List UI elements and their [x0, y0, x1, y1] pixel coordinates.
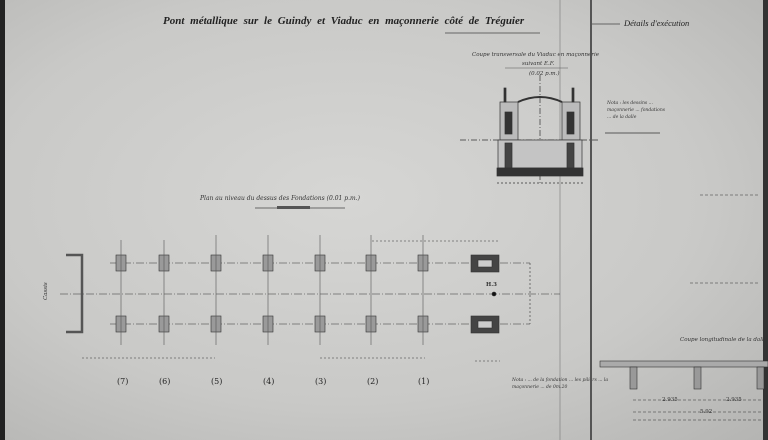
cross-section-subtitle: suivant E.F.	[522, 61, 555, 67]
plan-title: Plan au niveau du dessus des Fondations …	[200, 195, 360, 202]
plan-marker: H.3	[486, 282, 497, 288]
cross-section-note: Nota : les dessins ... maçonnerie ... fo…	[607, 101, 666, 120]
drawing-title: Pont métallique sur le Guindy et Viaduc …	[163, 15, 525, 27]
pier-label: (7)	[117, 377, 129, 386]
right-edge	[763, 0, 768, 440]
pier-label: (4)	[263, 377, 275, 386]
pier-label: (3)	[315, 377, 327, 386]
pier-label: (5)	[211, 377, 223, 386]
cross-section-title: Coupe transversale du Viaduc en maçonner…	[472, 52, 599, 58]
scale-bar	[277, 206, 310, 209]
longitudinal-title: Coupe longitudinale de la dalle	[680, 337, 767, 343]
foundation-plan	[60, 235, 560, 362]
longitudinal-section	[599, 194, 768, 421]
cross-section-scale: (0.02 p.m.)	[529, 71, 560, 77]
drawing-subtitle: Détails d'exécution	[624, 18, 690, 28]
cross-section-drawing	[460, 75, 660, 185]
pier-label: (1)	[418, 377, 430, 386]
pier-label: (2)	[367, 377, 379, 386]
left-edge	[0, 0, 5, 440]
pier-label: (6)	[159, 377, 171, 386]
longitudinal-dim: 5.92	[700, 409, 713, 415]
